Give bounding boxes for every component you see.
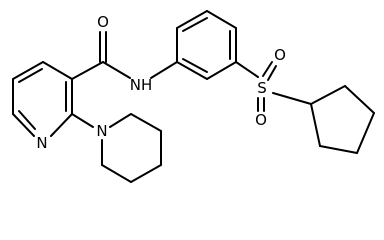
bond-piperidine-n-c2 <box>109 113 132 128</box>
bond-carbonyl-carbon-amide-n <box>102 61 131 79</box>
bond-piperidine-c4-c5 <box>130 164 162 183</box>
piperidine-nitrogen-label: N <box>96 122 107 140</box>
sulfonyl-oxygen-bottom-label: O <box>255 111 267 129</box>
bond-pyridine-c2-piperidine-n <box>71 113 94 128</box>
bond-phenyl-6-1 <box>176 61 208 80</box>
bond-pyridine-c3-c4 <box>42 61 73 80</box>
sulfur-label: S <box>257 79 267 97</box>
bond-pyridine-n1-c2 <box>50 113 73 137</box>
bond-cyclopentyl-2-3 <box>344 85 375 114</box>
pyridine-nitrogen-label: N <box>36 134 47 152</box>
bond-pyridine-c6-n1-inner <box>18 110 36 130</box>
bond-cyclopentyl-5-1 <box>310 103 321 147</box>
atom-labels: O NH S O O N N <box>36 13 286 152</box>
bond-sulfur-oxygen-top-2 <box>267 65 277 81</box>
bond-sulfur-oxygen-top-1 <box>262 61 273 77</box>
bond-pyridine-c6-n1 <box>12 113 35 137</box>
bond-c3-carbonyl-carbon <box>71 61 104 80</box>
sulfonyl-oxygen-top-label: O <box>274 46 286 64</box>
bond-phenyl-sulfur <box>235 61 259 78</box>
bond-cyclopentyl-4-5 <box>319 145 358 154</box>
bond-phenyl-2-3-inner <box>182 17 208 32</box>
bond-cyclopentyl-3-4 <box>356 112 375 154</box>
bond-phenyl-5-6 <box>206 61 237 80</box>
bond-amide-n-phenyl <box>150 61 178 79</box>
bond-pyridine-c4-c5-inner <box>18 68 43 83</box>
amide-nitrogen-label: NH <box>130 76 153 94</box>
bond-phenyl-3-4 <box>206 10 237 29</box>
carbonyl-oxygen-label: O <box>97 13 109 31</box>
bond-piperidine-c5-c6 <box>101 164 132 183</box>
bond-piperidine-c2-c3 <box>130 113 162 132</box>
bond-phenyl-2-3 <box>176 10 208 29</box>
bond-lines <box>12 10 375 183</box>
bond-cyclopentyl-1-2 <box>310 85 346 105</box>
bond-sulfur-cyclopentyl <box>272 92 312 105</box>
molecule-structure-diagram: O NH S O O N N <box>12 10 375 183</box>
bond-pyridine-c4-c5 <box>12 61 44 80</box>
bond-phenyl-6-1-inner <box>182 58 208 73</box>
